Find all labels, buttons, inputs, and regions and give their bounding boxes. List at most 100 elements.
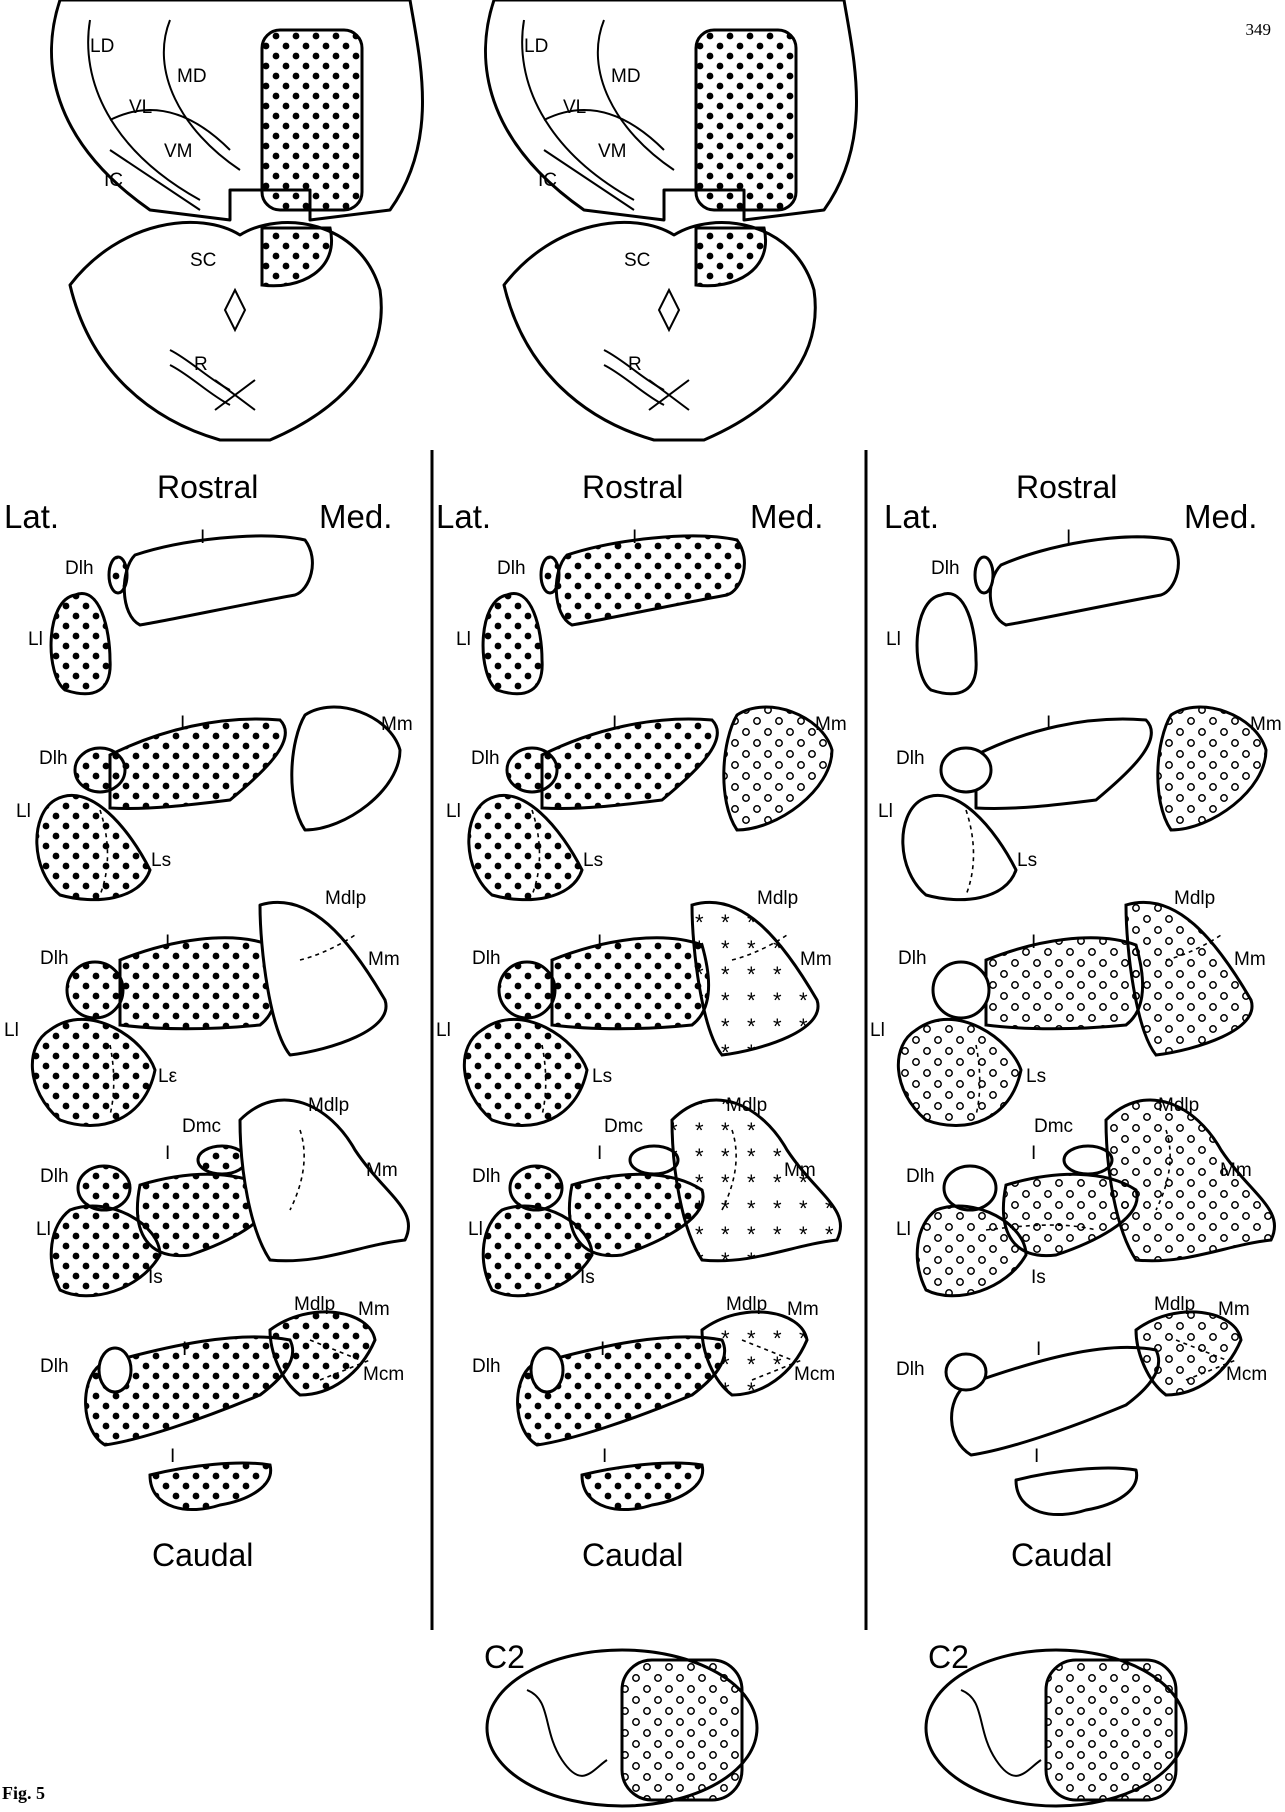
label-I: I: [602, 1446, 607, 1467]
label-Mm: Mm: [381, 714, 413, 735]
label-IC: IC: [538, 170, 557, 191]
label-Dmc: Dmc: [604, 1116, 643, 1137]
label-Ll: Ll: [36, 1219, 51, 1240]
c2-label: C2: [484, 1639, 525, 1675]
label-Dlh: Dlh: [65, 558, 94, 579]
label-R: R: [628, 354, 642, 375]
label-Is: Is: [580, 1267, 595, 1288]
label-I: I: [180, 713, 185, 734]
label-Mcm: Mcm: [1226, 1364, 1267, 1385]
label-I: I: [1036, 1339, 1041, 1360]
spinal-cord-c2: [926, 1650, 1186, 1806]
label-Mm: Mm: [815, 714, 847, 735]
label-Dlh: Dlh: [40, 1166, 69, 1187]
label-Mdlp: Mdlp: [1158, 1095, 1199, 1116]
c2-label: C2: [928, 1639, 969, 1675]
label-Dmc: Dmc: [1034, 1116, 1073, 1137]
label-Mdlp: Mdlp: [1174, 888, 1215, 909]
caudal-label: Caudal: [152, 1537, 253, 1573]
label-Dlh: Dlh: [471, 748, 500, 769]
label-Mdlp: Mdlp: [757, 888, 798, 909]
label-I: I: [170, 1446, 175, 1467]
label-I: I: [1034, 1446, 1039, 1467]
label-Ll: Ll: [16, 801, 31, 822]
label-Dlh: Dlh: [906, 1166, 935, 1187]
label-VL: VL: [129, 97, 152, 118]
label-VL: VL: [563, 97, 586, 118]
label-R: R: [194, 354, 208, 375]
caudal-label: Caudal: [582, 1537, 683, 1573]
medial-label: Med.: [750, 498, 823, 535]
label-Mm: Mm: [800, 949, 832, 970]
label-VM: VM: [164, 141, 193, 162]
label-Dlh: Dlh: [40, 1356, 69, 1377]
label-Ls: Ls: [1026, 1066, 1046, 1087]
medial-label: Med.: [319, 498, 392, 535]
label-Mdlp: Mdlp: [325, 888, 366, 909]
label-VM: VM: [598, 141, 627, 162]
label-Mcm: Mcm: [794, 1364, 835, 1385]
label-I: I: [612, 713, 617, 734]
label-Mm: Mm: [1220, 1160, 1252, 1181]
label-Dlh: Dlh: [931, 558, 960, 579]
label-MD: MD: [177, 66, 207, 87]
label-Ll: Ll: [886, 629, 901, 650]
label-LD: LD: [90, 36, 114, 57]
label-I: I: [165, 932, 170, 953]
rostral-label: Rostral: [157, 469, 258, 505]
label-Is: Is: [1031, 1267, 1046, 1288]
label-I: I: [1031, 1143, 1036, 1164]
label-Mm: Mm: [787, 1299, 819, 1320]
label-Dlh: Dlh: [898, 948, 927, 969]
label-Mdlp: Mdlp: [726, 1095, 767, 1116]
label-Ls: Ls: [592, 1066, 612, 1087]
label-LD: LD: [524, 36, 548, 57]
label-MD: MD: [611, 66, 641, 87]
label-SC: SC: [624, 250, 650, 271]
label-Ls: Ls: [1017, 850, 1037, 871]
brain-section-col1: LD MD VL VM IC SC R: [52, 0, 423, 440]
label-I: I: [1031, 932, 1036, 953]
label-Mm: Mm: [1218, 1299, 1250, 1320]
label-Ls-variant: Lε: [158, 1066, 178, 1087]
label-Is: Is: [148, 1267, 163, 1288]
lateral-label: Lat.: [884, 498, 939, 535]
caudal-label: Caudal: [1011, 1537, 1112, 1573]
label-Ll: Ll: [878, 801, 893, 822]
label-Ll: Ll: [4, 1020, 19, 1041]
label-Mdlp: Mdlp: [726, 1294, 767, 1315]
lateral-label: Lat.: [4, 498, 59, 535]
rostral-label: Rostral: [1016, 469, 1117, 505]
rostral-label: Rostral: [582, 469, 683, 505]
label-Dmc: Dmc: [182, 1116, 221, 1137]
label-Dlh: Dlh: [497, 558, 526, 579]
label-Ll: Ll: [28, 629, 43, 650]
label-Dlh: Dlh: [472, 948, 501, 969]
label-Dlh: Dlh: [896, 1359, 925, 1380]
section-column-1: Rostral Lat. Med. Dlh I Ll Dlh I Ll Ls M…: [4, 469, 413, 1573]
label-Mdlp: Mdlp: [1154, 1294, 1195, 1315]
label-Mdlp: Mdlp: [294, 1294, 335, 1315]
medial-label: Med.: [1184, 498, 1257, 535]
label-Mm: Mm: [1234, 949, 1266, 970]
label-Dlh: Dlh: [40, 948, 69, 969]
label-IC: IC: [104, 170, 123, 191]
label-I: I: [1046, 713, 1051, 734]
label-Ll: Ll: [456, 629, 471, 650]
label-Dlh: Dlh: [896, 748, 925, 769]
label-Dlh: Dlh: [472, 1166, 501, 1187]
label-Mm: Mm: [1250, 714, 1282, 735]
label-Mcm: Mcm: [363, 1364, 404, 1385]
section-column-2: Rostral Lat. Med. Dlh I Ll Dlh I Ll Ls M…: [436, 469, 847, 1806]
label-Ls: Ls: [583, 850, 603, 871]
label-I: I: [600, 1339, 605, 1360]
label-Mdlp: Mdlp: [308, 1095, 349, 1116]
label-Mm: Mm: [366, 1160, 398, 1181]
label-I: I: [182, 1339, 187, 1360]
label-I: I: [632, 527, 637, 548]
spinal-cord-c2: [487, 1650, 757, 1806]
label-Ls: Ls: [151, 850, 171, 871]
label-Mm: Mm: [784, 1160, 816, 1181]
label-Mm: Mm: [358, 1299, 390, 1320]
label-Mm: Mm: [368, 949, 400, 970]
